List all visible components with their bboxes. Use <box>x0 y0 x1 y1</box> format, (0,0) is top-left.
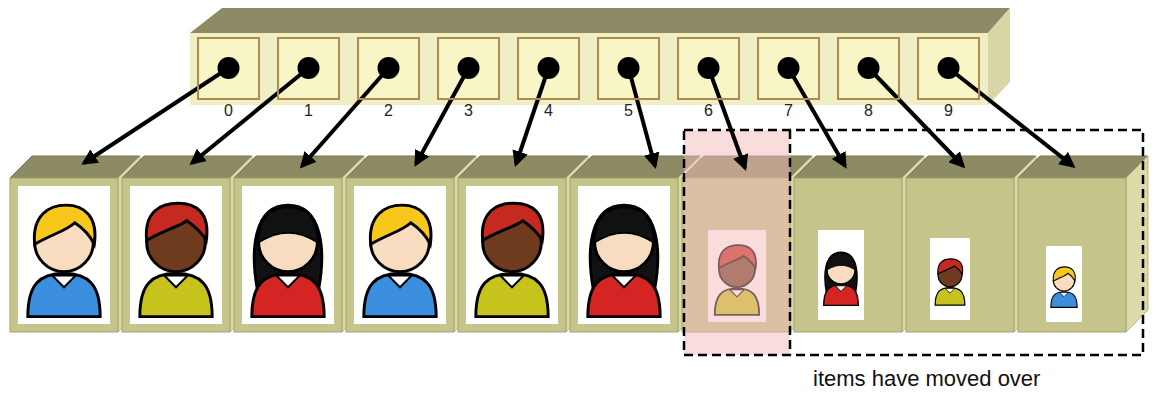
index-number: 5 <box>624 102 633 120</box>
array-slot: 5 <box>597 37 660 100</box>
array-slot: 8 <box>837 37 900 100</box>
array-slot: 1 <box>277 37 340 100</box>
array-slot: 3 <box>437 37 500 100</box>
array-slot: 6 <box>677 37 740 100</box>
index-number: 9 <box>944 102 953 120</box>
index-number: 8 <box>864 102 873 120</box>
object-boxes <box>10 156 1148 332</box>
array-bar <box>190 8 1010 105</box>
index-number: 0 <box>224 102 233 120</box>
array-slot: 2 <box>357 37 420 100</box>
array-slot: 7 <box>757 37 820 100</box>
person-icons <box>28 203 1077 316</box>
highlight-region <box>684 130 790 355</box>
index-number: 1 <box>304 102 313 120</box>
array-slot: 9 <box>917 37 980 100</box>
slot-dots <box>218 57 960 79</box>
dashed-bracket <box>684 130 1143 355</box>
array-slot: 0 <box>197 37 260 100</box>
index-number: 7 <box>784 102 793 120</box>
index-number: 6 <box>704 102 713 120</box>
picture-frames <box>18 186 1082 324</box>
note-label: items have moved over <box>813 366 1040 392</box>
index-number: 4 <box>544 102 553 120</box>
index-number: 3 <box>464 102 473 120</box>
index-number: 2 <box>384 102 393 120</box>
array-slots <box>197 37 980 100</box>
array-slot: 4 <box>517 37 580 100</box>
